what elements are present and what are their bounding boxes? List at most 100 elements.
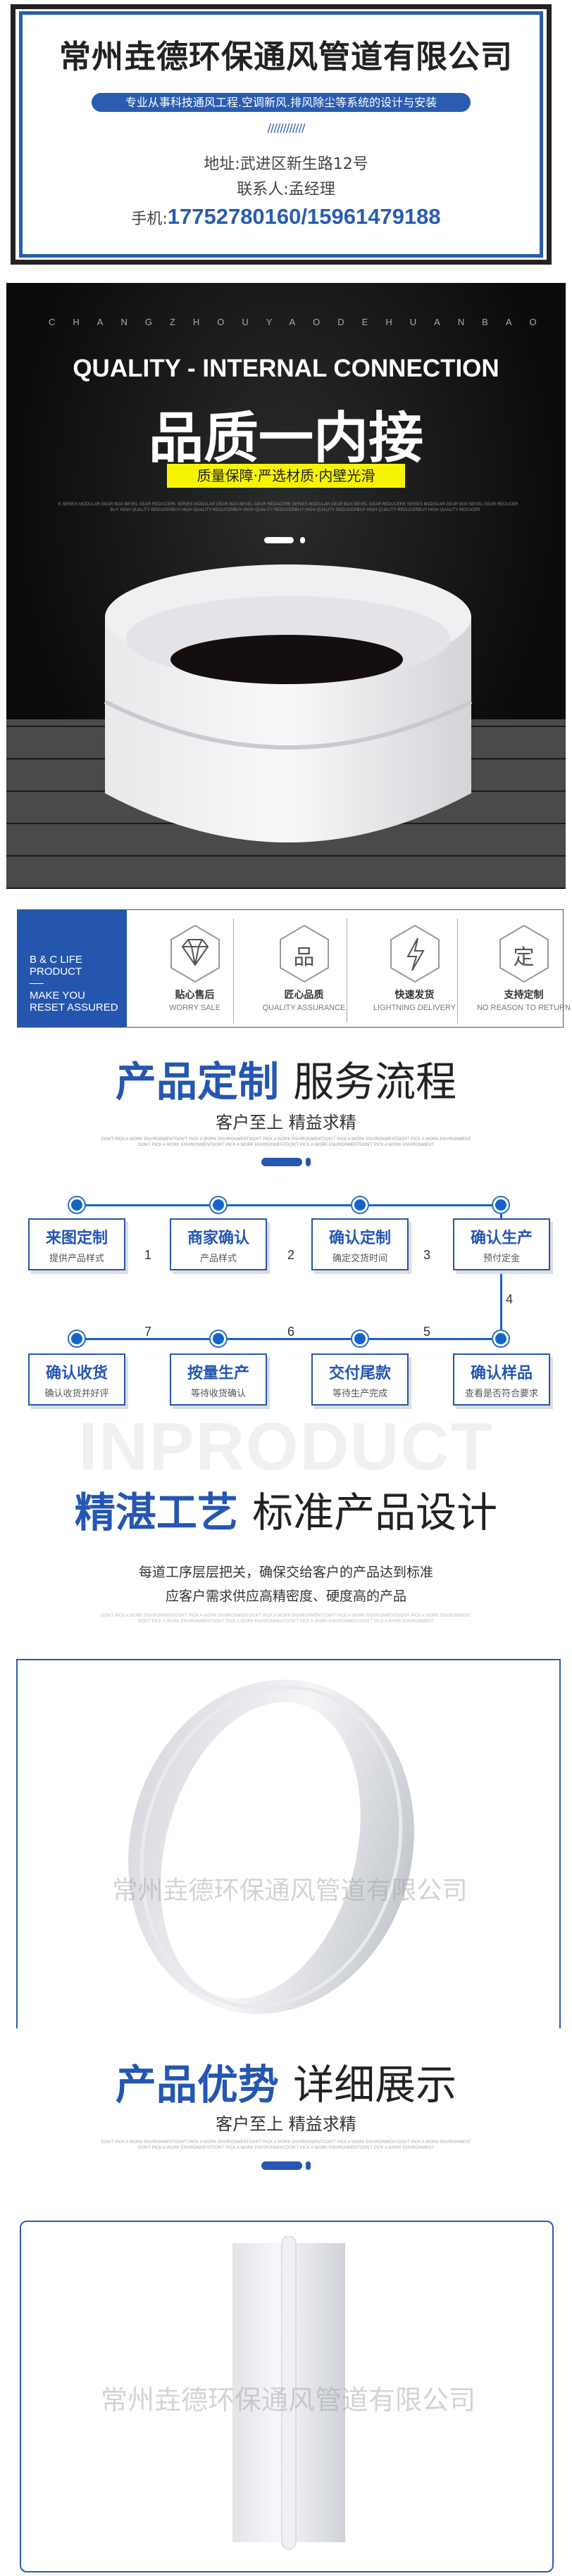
step-number: 6	[287, 1325, 295, 1339]
pin-char-icon: 品	[279, 924, 330, 983]
step-number: 1	[144, 1248, 152, 1262]
step-1: 来图定制提供产品样式	[28, 1218, 125, 1270]
step-desc: 等待生产完成	[332, 1389, 387, 1399]
feature-label: 支持定制	[504, 990, 544, 1001]
advantage-subtitle: 客户至上 精益求精	[216, 2114, 356, 2134]
step-node	[211, 1331, 226, 1346]
product-photo-frame-1: 常州垚德环保通风管道有限公司	[16, 1659, 561, 2028]
company-header-card	[11, 4, 552, 265]
small-line-1: DON'T PICK A WORK ENVIRONMENTDON'T PICK …	[101, 1137, 471, 1142]
craft-title: 精湛工艺 标准产品设计	[0, 1489, 572, 1536]
feature-custom: 定 支持定制 NO REASON TO RETURN	[469, 910, 572, 1012]
step-number: 3	[423, 1248, 431, 1262]
step-number: 2	[287, 1248, 295, 1262]
process-line-top	[77, 1204, 501, 1206]
tagline-pill: 专业从事科技通风工程.空调新风.排风除尘等系统的设计与安装	[92, 93, 471, 112]
step-4: 确认生产预付定金	[453, 1218, 550, 1270]
process-line-vertical	[500, 1205, 502, 1339]
step-title: 交付尾款	[328, 1365, 391, 1382]
step-title: 确认样品	[470, 1365, 533, 1382]
brand-line-4: RESET ASSURED	[30, 1002, 118, 1014]
section-dots	[0, 2158, 572, 2171]
step-desc: 提供产品样式	[49, 1254, 104, 1264]
step-2: 商家确认产品样式	[170, 1218, 267, 1270]
title-blue: 产品优势	[115, 2061, 279, 2109]
icon-glyph: 定	[513, 945, 535, 970]
brand-line-2: PRODUCT	[30, 966, 82, 978]
feature-label: 匠心品质	[284, 990, 324, 1001]
phone-label: 手机:	[131, 210, 168, 228]
banner-dots	[264, 533, 306, 546]
feature-label: 贴心售后	[175, 990, 215, 1001]
title-dark: 标准产品设计	[252, 1489, 498, 1536]
pinyin-letters: CHANGZHOUYAODEHUANBAO	[49, 317, 554, 327]
craft-line-1: 每道工序层层把关，确保交给客户的产品达到标准	[138, 1565, 433, 1580]
diamond-icon	[170, 924, 220, 983]
step-desc: 确定交货时间	[332, 1254, 387, 1264]
feature-delivery: 快速发货 LIGHTNING DELIVERY	[360, 910, 469, 1012]
process-title: 产品定制 服务流程	[0, 1049, 572, 1108]
icon-glyph: 品	[293, 945, 315, 970]
feature-sub: LIGHTNING DELIVERY	[373, 1004, 456, 1012]
step-6: 交付尾款等待生产完成	[311, 1353, 409, 1406]
step-node	[69, 1331, 85, 1346]
duct-ring-photo	[128, 1679, 414, 2014]
step-node	[493, 1331, 509, 1346]
banner-heading-cn: 品质一内接	[148, 407, 423, 470]
section-watermark: INPRODUCT	[78, 1409, 494, 1484]
title-dark: 服务流程	[293, 1058, 457, 1106]
duct-side-photo	[232, 2236, 345, 2550]
step-node	[69, 1197, 85, 1213]
brand-line-3: MAKE YOU	[30, 990, 85, 1002]
brand-line-1: B & C LIFE	[30, 954, 83, 966]
banner-small-line-2: BUY HIGH QUALITY REDUCERBUY HIGH QUALITY…	[110, 508, 480, 512]
process-line-bottom	[77, 1338, 501, 1340]
step-8: 确认收货确认收货并好评	[28, 1353, 125, 1406]
step-title: 商家确认	[187, 1230, 249, 1247]
title-blue: 产品定制	[115, 1058, 279, 1106]
step-5: 确认样品查看是否符合要求	[453, 1353, 550, 1406]
step-number: 4	[506, 1292, 514, 1306]
banner-heading-en: QUALITY - INTERNAL CONNECTION	[73, 355, 499, 382]
title-dark: 详细展示	[293, 2061, 457, 2109]
feature-label: 快速发货	[394, 990, 435, 1001]
divider	[457, 918, 458, 1023]
small-line-2: DON'T PICK A WORK ENVIRONMENTDON'T PICK …	[137, 1143, 435, 1147]
image-watermark: 常州垚德环保通风管道有限公司	[112, 1876, 468, 1905]
process-subtitle: 客户至上 精益求精	[216, 1113, 356, 1132]
step-desc: 预付定金	[483, 1254, 520, 1264]
step-desc: 产品样式	[199, 1254, 237, 1264]
step-title: 确认收货	[45, 1365, 108, 1382]
step-7: 按量生产等待收货确认	[170, 1353, 267, 1406]
small-line-1: DON'T PICK A WORK ENVIRONMENTDON'T PICK …	[101, 1614, 471, 1618]
step-title: 确认定制	[328, 1230, 391, 1247]
address: 地址:武进区新生路12号	[204, 156, 368, 173]
step-node	[493, 1197, 509, 1213]
header-inner-border	[19, 11, 543, 258]
title-blue: 精湛工艺	[74, 1489, 238, 1536]
small-line-1: DON'T PICK A WORK ENVIRONMENTDON'T PICK …	[101, 2140, 471, 2145]
step-3: 确认定制确定交货时间	[311, 1218, 409, 1270]
feature-strip: B & C LIFE PRODUCT MAKE YOU RESET ASSURE…	[17, 909, 571, 1028]
step-number: 5	[423, 1325, 431, 1339]
banner-yellow-tag: 质量保障·严选材质·内壁光滑	[167, 464, 405, 488]
product-photo-frame-2: 常州垚德环保通风管道有限公司	[20, 2221, 554, 2572]
step-desc: 等待收货确认	[190, 1389, 246, 1399]
phone-number[interactable]: 17752780160/15961479188	[167, 204, 441, 229]
divider	[233, 918, 234, 1023]
step-node	[211, 1197, 226, 1213]
contact-person: 联系人:孟经理	[237, 181, 335, 198]
slash-divider: ////////////	[267, 121, 306, 134]
small-line-2: DON'T PICK A WORK ENVIRONMENTDON'T PICK …	[137, 1620, 435, 1624]
image-watermark: 常州垚德环保通风管道有限公司	[100, 2385, 475, 2416]
duct-connector-image	[104, 564, 473, 842]
advantage-title: 产品优势 详细展示	[0, 2052, 572, 2111]
step-title: 按量生产	[187, 1365, 249, 1382]
step-title: 来图定制	[45, 1230, 108, 1247]
brand-divider	[30, 983, 44, 984]
phone-line: 手机:17752780160/15961479188	[0, 204, 572, 229]
banner-small-line-1: K SERIES MODULAR GEAR BOX BEVEL GEAR RED…	[58, 503, 518, 507]
step-desc: 确认收货并好评	[44, 1389, 109, 1399]
feature-sub: QUALITY ASSURANCE	[262, 1004, 346, 1012]
feature-worry-sale: 贴心售后 WORRY SALE	[140, 910, 249, 1012]
